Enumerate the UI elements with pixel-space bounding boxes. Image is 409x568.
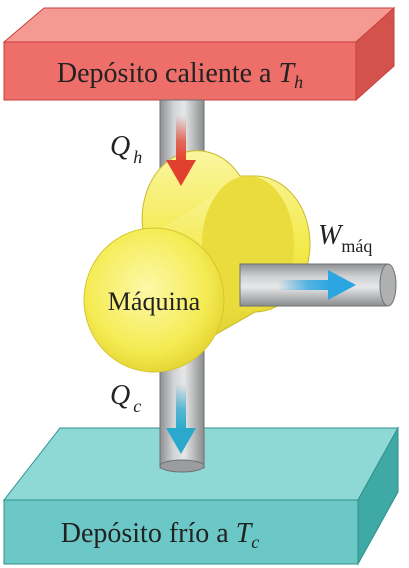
hot-reservoir-label: Depósito caliente a Th xyxy=(57,58,303,92)
hot-reservoir: Depósito caliente a Th xyxy=(2,6,396,102)
work-out-label: Wmáq xyxy=(318,220,372,256)
engine-label: Máquina xyxy=(108,287,201,316)
heat-out-arrow xyxy=(166,384,196,454)
engine-face xyxy=(83,227,225,373)
cold-reservoir-label: Depósito frío a Tc xyxy=(61,518,260,552)
hot-reservoir-front xyxy=(3,41,357,101)
cold-reservoir-front xyxy=(3,499,359,565)
hot-reservoir-top xyxy=(2,7,396,43)
pipe-work xyxy=(239,263,397,307)
heat-in-arrow xyxy=(166,116,196,186)
engine: Máquina xyxy=(83,150,311,373)
work-out-arrow xyxy=(278,270,356,300)
